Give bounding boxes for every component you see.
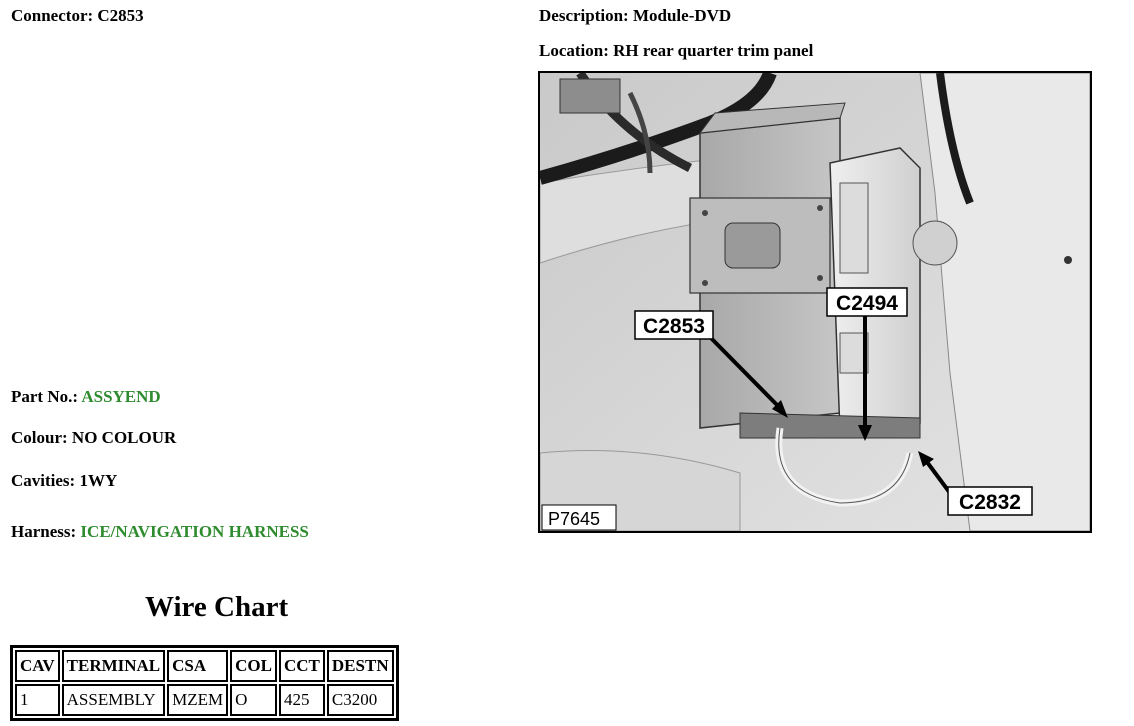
cell-cct: 425 [279, 684, 325, 716]
wire-chart-table: CAV TERMINAL CSA COL CCT DESTN 1 ASSEMBL… [10, 645, 399, 721]
harness-label: Harness: [11, 522, 77, 541]
header-terminal: TERMINAL [61, 650, 166, 682]
callout-c2853: C2853 [643, 315, 705, 338]
connector-location-image: C2853 C2494 C2832 P7645 [538, 71, 1092, 533]
harness-line: Harness: ICE/NAVIGATION HARNESS [11, 522, 309, 542]
harness-link[interactable]: ICE/NAVIGATION HARNESS [80, 522, 309, 541]
cell-cav: 1 [15, 684, 60, 716]
image-ref: P7645 [548, 509, 600, 529]
connector-line: Connector: C2853 [11, 6, 144, 26]
cell-csa: MZEM [167, 684, 229, 716]
header-csa: CSA [167, 650, 229, 682]
location-label: Location: [539, 41, 609, 60]
description-line: Description: Module-DVD [539, 6, 731, 26]
header-destn: DESTN [326, 650, 394, 682]
location-value: RH rear quarter trim panel [613, 41, 814, 60]
colour-label: Colour: [11, 428, 68, 447]
table-row: 1 ASSEMBLY MZEM O 425 C3200 [15, 684, 394, 716]
location-illustration: C2853 C2494 C2832 P7645 [540, 73, 1090, 531]
cavities-label: Cavities: [11, 471, 76, 490]
connector-label: Connector: [11, 6, 94, 25]
callout-c2832: C2832 [959, 491, 1021, 514]
connector-value: C2853 [97, 6, 144, 25]
wire-chart-header-row: CAV TERMINAL CSA COL CCT DESTN [15, 650, 394, 682]
part-no-line: Part No.: ASSYEND [11, 387, 161, 407]
callout-c2832-box [947, 486, 1033, 516]
part-no-link[interactable]: ASSYEND [81, 387, 161, 406]
image-ref-box [541, 504, 617, 531]
header-cct: CCT [279, 650, 325, 682]
cell-destn: C3200 [326, 684, 394, 716]
header-col: COL [230, 650, 277, 682]
callout-c2494: C2494 [836, 292, 898, 315]
colour-value: NO COLOUR [71, 428, 177, 447]
cavities-value: 1WY [79, 471, 118, 490]
cavities-line: Cavities: 1WY [11, 471, 117, 491]
header-cav: CAV [15, 650, 60, 682]
wire-chart-title: Wire Chart [145, 591, 289, 623]
callout-c2853-box [634, 310, 714, 340]
location-line: Location: RH rear quarter trim panel [539, 41, 813, 61]
cell-col: O [230, 684, 277, 716]
part-no-label: Part No.: [11, 387, 79, 406]
callout-c2494-box [826, 287, 908, 317]
description-label: Description: [539, 6, 629, 25]
cell-terminal: ASSEMBLY [61, 684, 166, 716]
colour-line: Colour: NO COLOUR [11, 428, 176, 448]
description-value: Module-DVD [632, 6, 732, 25]
